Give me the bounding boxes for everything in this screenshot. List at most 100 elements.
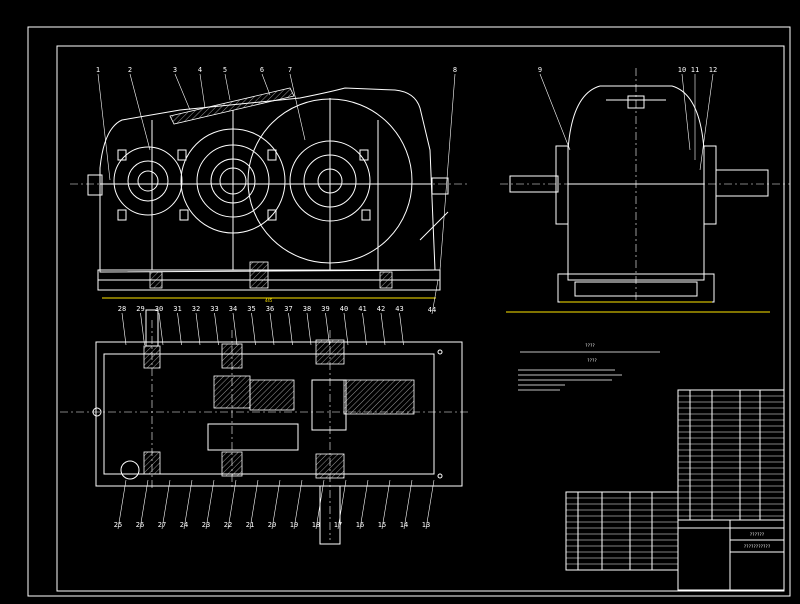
callout-16-leader — [359, 479, 369, 530]
callout-7: 7 — [288, 66, 292, 74]
callout-29-leader — [140, 312, 145, 346]
title-block: ?????? ??????????? — [677, 519, 785, 591]
title-block-subtitle: ??????????? — [744, 544, 771, 549]
callout-23-leader — [205, 479, 215, 530]
callout-39: 39 — [321, 305, 329, 313]
callout-27: 27 — [158, 521, 166, 529]
callout-34: 34 — [229, 305, 237, 313]
callout-9: 9 — [538, 66, 542, 74]
callout-37: 37 — [284, 305, 292, 313]
callout-12: 12 — [709, 66, 717, 74]
notes-sub-heading: ???? — [587, 358, 597, 363]
callout-3: 3 — [173, 66, 177, 74]
technical-notes: ???? ???? — [518, 343, 660, 391]
callout-20: 20 — [268, 521, 276, 529]
callout-21-leader — [249, 479, 259, 530]
callout-23: 23 — [202, 521, 210, 529]
notes-heading: ???? — [585, 343, 595, 348]
callout-1: 1 — [96, 66, 100, 74]
callout-6: 6 — [260, 66, 264, 74]
callout-33: 33 — [210, 305, 218, 313]
inspection-cover — [169, 87, 295, 125]
side-view — [500, 68, 790, 313]
callout-14-leader — [403, 479, 413, 530]
callout-15: 15 — [378, 521, 386, 529]
callout-44-leader — [431, 279, 439, 315]
callout-8: 8 — [453, 66, 457, 74]
callout-17-leader — [337, 479, 347, 530]
callout-15-leader — [381, 479, 391, 530]
parts-list — [565, 389, 785, 571]
callout-16: 16 — [356, 521, 364, 529]
callout-26: 26 — [136, 521, 144, 529]
callout-4-leader — [199, 73, 206, 109]
callout-39-leader — [325, 312, 330, 346]
gear-1-outer — [113, 146, 183, 216]
callout-24: 24 — [180, 521, 188, 529]
callout-20-leader — [271, 479, 281, 530]
callout-31: 31 — [173, 305, 181, 313]
callout-2: 2 — [128, 66, 132, 74]
callout-17: 17 — [334, 521, 342, 529]
callout-31-leader — [177, 312, 182, 346]
callout-35: 35 — [247, 305, 255, 313]
callout-34-leader — [232, 312, 238, 346]
callout-7-leader — [289, 73, 306, 141]
callout-38-leader — [306, 312, 312, 346]
callout-8-leader — [439, 73, 456, 271]
callout-13: 13 — [422, 521, 430, 529]
callout-41: 41 — [358, 305, 366, 313]
svg-text:445: 445 — [265, 298, 273, 303]
callout-13-leader — [425, 479, 435, 530]
callout-2-leader — [129, 73, 151, 151]
callout-11: 11 — [691, 66, 699, 74]
input-shaft-end — [509, 175, 559, 193]
callout-40-leader — [343, 312, 349, 346]
callout-25: 25 — [114, 521, 122, 529]
callout-18-leader — [315, 479, 325, 530]
callout-32: 32 — [192, 305, 200, 313]
callout-32-leader — [195, 312, 201, 346]
callout-14: 14 — [400, 521, 408, 529]
callout-36-leader — [269, 312, 275, 346]
callout-40: 40 — [340, 305, 348, 313]
callout-42: 42 — [377, 305, 385, 313]
callout-12-leader — [699, 73, 714, 171]
callout-35-leader — [251, 312, 256, 346]
front-housing — [99, 87, 436, 273]
callout-28: 28 — [118, 305, 126, 313]
callout-21: 21 — [246, 521, 254, 529]
callout-38: 38 — [303, 305, 311, 313]
title-block-title: ?????? — [750, 532, 765, 537]
callout-29: 29 — [136, 305, 144, 313]
callout-3-leader — [174, 73, 191, 111]
callout-19-leader — [293, 479, 303, 530]
inner-border — [56, 45, 785, 592]
callout-22: 22 — [224, 521, 232, 529]
callout-10-leader — [681, 73, 691, 151]
callout-5-leader — [224, 73, 231, 101]
callout-19: 19 — [290, 521, 298, 529]
plan-view — [60, 309, 470, 545]
callout-43-leader — [399, 312, 404, 346]
callout-30-leader — [158, 312, 164, 346]
front-view: 445 — [70, 87, 470, 303]
callout-44: 44 — [428, 306, 436, 314]
callout-43: 43 — [395, 305, 403, 313]
callout-4: 4 — [198, 66, 202, 74]
output-shaft-end — [715, 169, 769, 197]
callout-37-leader — [288, 312, 293, 346]
callout-28-leader — [121, 312, 127, 346]
callout-27-leader — [161, 479, 171, 530]
callout-26-leader — [139, 479, 149, 530]
callout-25-leader — [117, 479, 127, 530]
callout-36: 36 — [266, 305, 274, 313]
callout-9-leader — [539, 73, 571, 151]
callout-41-leader — [362, 312, 367, 346]
callout-33-leader — [214, 312, 219, 346]
callout-1-leader — [97, 73, 111, 181]
outer-border — [27, 26, 791, 597]
